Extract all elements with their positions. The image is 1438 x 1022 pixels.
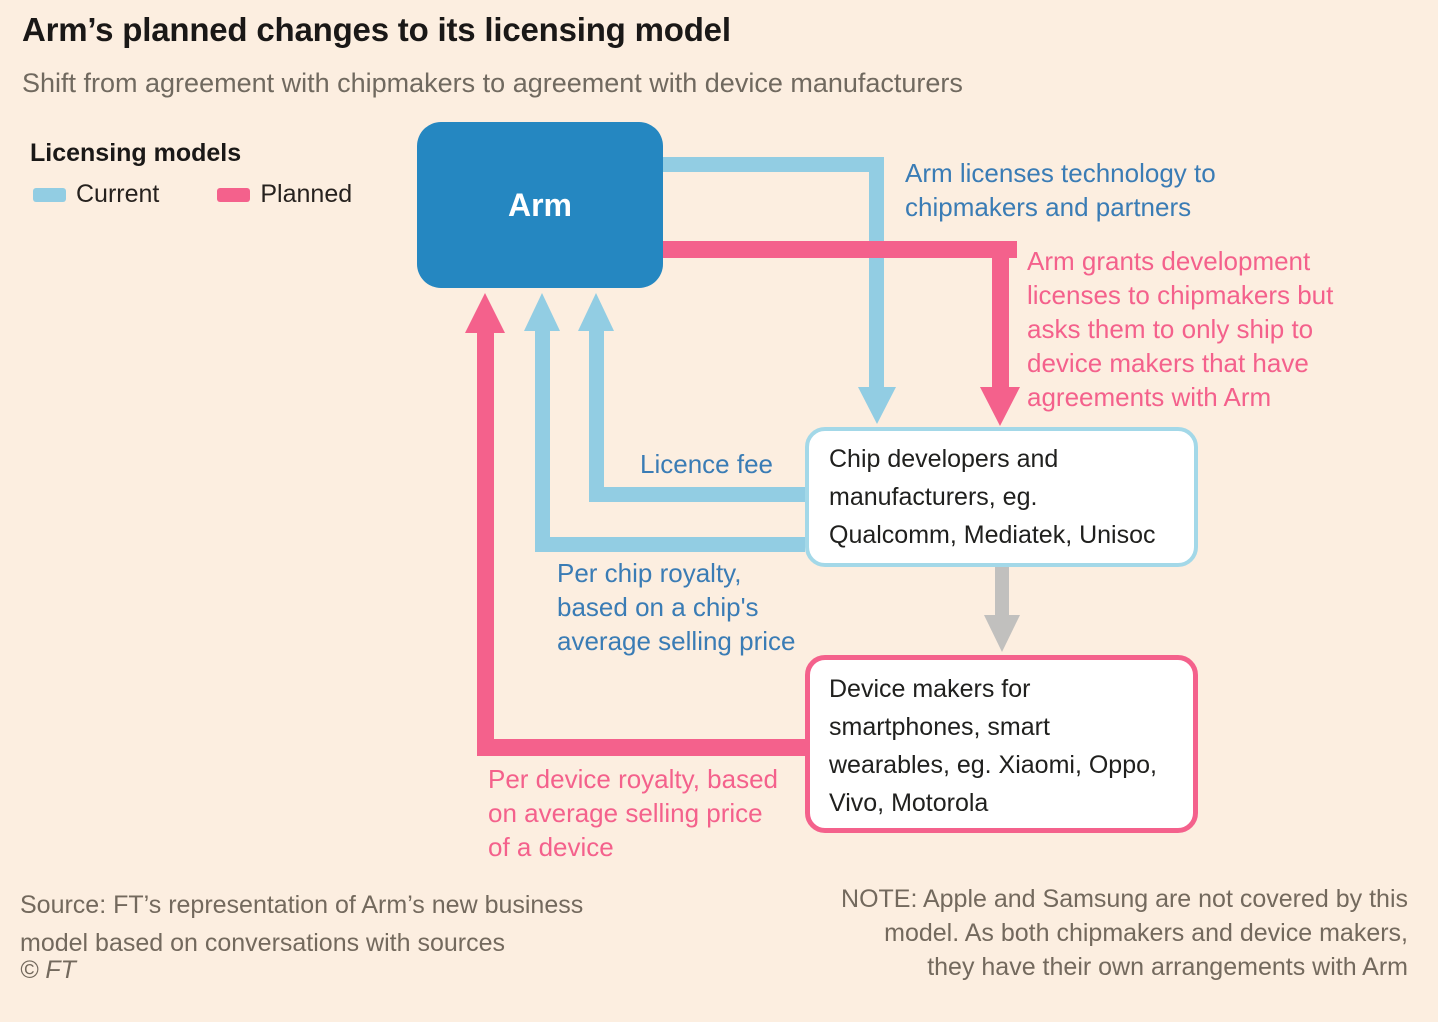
licence-fee-arrowhead-up-icon (578, 293, 614, 331)
node-chipmakers: Chip developers and manufacturers, eg. Q… (805, 427, 1198, 567)
planned-arrow-arm-to-chipmakers-vertical (992, 241, 1009, 387)
annotation-per-device-royalty: Per device royalty, based on average sel… (488, 764, 778, 862)
per-chip-royalty-arrow-vertical (535, 330, 550, 552)
note-text: NOTE: Apple and Samsung are not covered … (841, 885, 1408, 981)
per-chip-royalty-arrowhead-up-icon (524, 293, 560, 331)
annotation-licence-fee: Licence fee (640, 449, 773, 479)
chipmakers-to-devicemakers-arrow-vertical (995, 565, 1009, 617)
current-arrowhead-down-icon (858, 387, 896, 424)
per-device-royalty-arrow-vertical (477, 332, 494, 756)
legend-swatch-planned (217, 187, 251, 202)
page-subtitle: Shift from agreement with chipmakers to … (22, 68, 963, 98)
node-device-makers: Device makers for smartphones, smart wea… (805, 655, 1198, 833)
planned-arrowhead-down-icon (980, 387, 1020, 426)
licence-fee-arrow-horizontal (589, 487, 805, 502)
planned-arrow-arm-to-chipmakers-horizontal (663, 241, 1017, 258)
legend-title: Licensing models (30, 139, 242, 167)
per-chip-royalty-arrow-horizontal (535, 537, 805, 552)
per-device-royalty-arrowhead-up-icon (465, 293, 505, 333)
annotation-per-chip-royalty: Per chip royalty, based on a chip's aver… (557, 558, 796, 656)
node-arm-label: Arm (507, 186, 572, 223)
page-title: Arm’s planned changes to its licensing m… (22, 11, 731, 48)
annotation-arm-licenses: Arm licenses technology to chipmakers an… (905, 158, 1216, 222)
licence-fee-arrow-vertical (589, 330, 604, 502)
legend: Current Planned (33, 180, 352, 209)
annotation-arm-grants: Arm grants development licenses to chipm… (1027, 246, 1334, 412)
chipmakers-to-devicemakers-arrowhead-down-icon (984, 615, 1020, 652)
per-device-royalty-arrow-horizontal (477, 739, 805, 756)
copyright-text: © FT (20, 956, 76, 984)
current-arrow-arm-to-chipmakers-vertical (869, 157, 884, 387)
legend-label-current: Current (76, 180, 160, 208)
legend-swatch-current (33, 187, 66, 202)
source-text: Source: FT’s representation of Arm’s new… (20, 891, 584, 957)
legend-label-planned: Planned (260, 180, 353, 208)
current-arrow-arm-to-chipmakers-horizontal (663, 157, 884, 172)
node-arm: Arm (417, 122, 663, 288)
